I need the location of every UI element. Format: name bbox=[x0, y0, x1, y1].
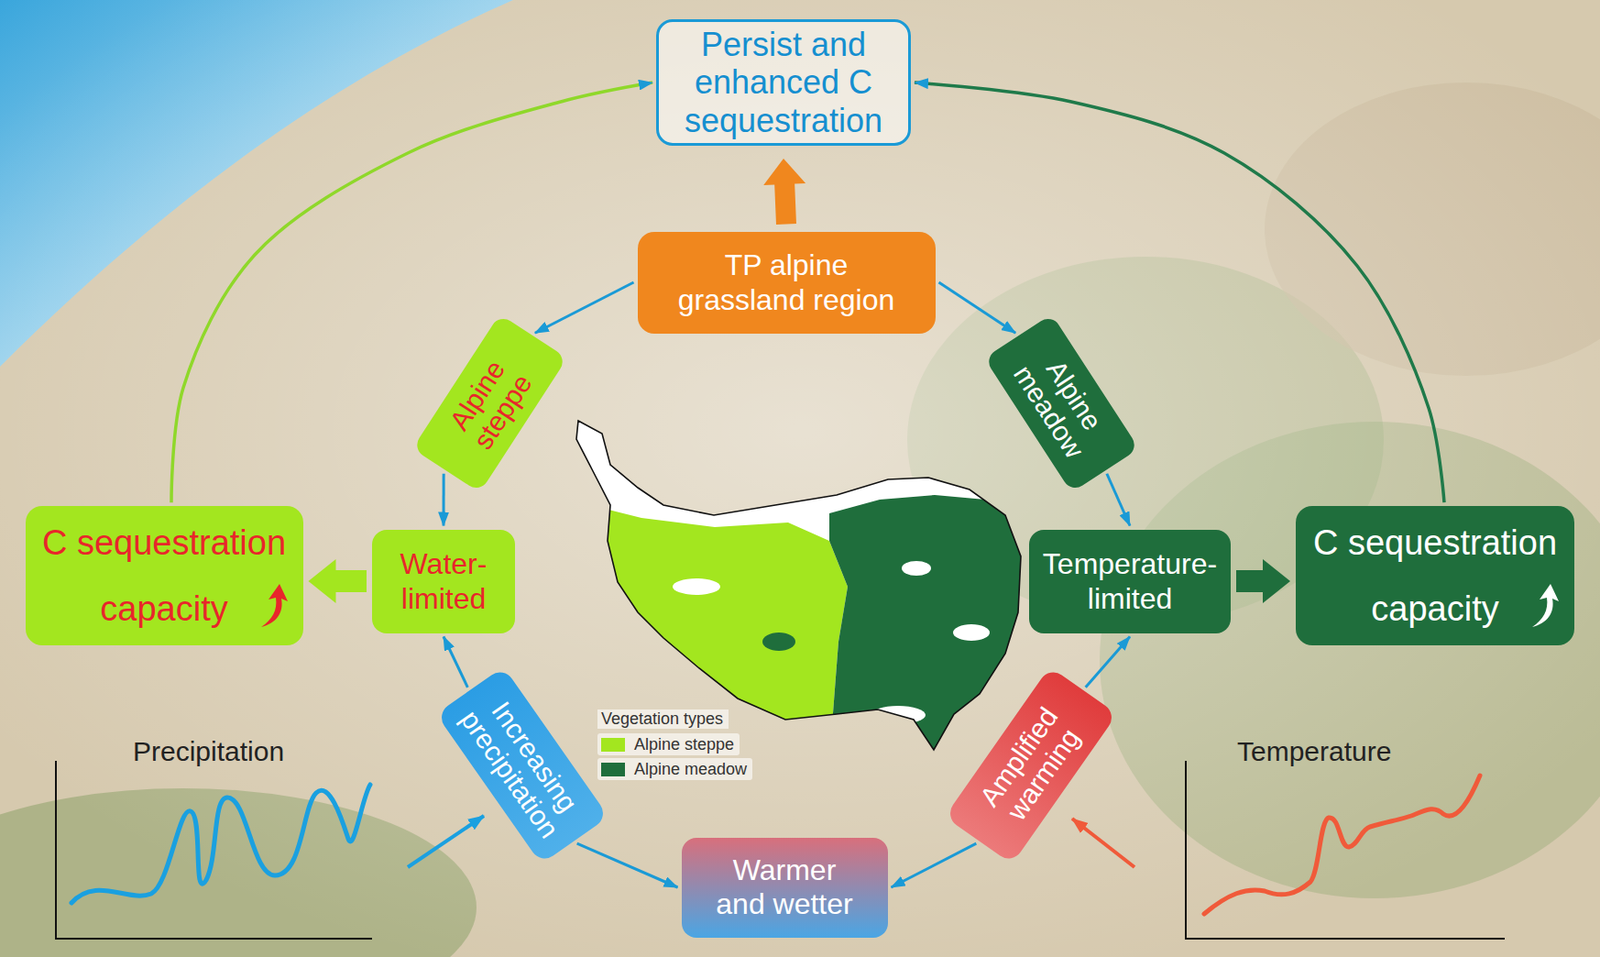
node-label: Increasing precipitation bbox=[449, 679, 594, 850]
legend-row: Alpine meadow bbox=[597, 757, 753, 780]
plateau-map bbox=[549, 403, 1045, 770]
trend-arrow-icon bbox=[1532, 583, 1559, 627]
steppe-area bbox=[760, 478, 816, 494]
chart-axes bbox=[1185, 760, 1505, 939]
vegetation-box: Alpine steppe bbox=[411, 314, 567, 494]
legend-swatch bbox=[601, 762, 625, 777]
temperature-curve bbox=[1204, 775, 1480, 914]
legend-label: Alpine meadow bbox=[634, 757, 747, 780]
limitation-box: Temperature-limited bbox=[1029, 529, 1231, 634]
flow-arrow bbox=[1106, 473, 1130, 527]
flow-arrow bbox=[535, 282, 635, 333]
map-gap bbox=[672, 578, 721, 595]
chart-title: Temperature bbox=[1237, 735, 1392, 768]
limitation-box: Water-limited bbox=[372, 529, 516, 634]
trend-arrow-icon bbox=[257, 582, 289, 629]
meadow-area bbox=[829, 494, 1036, 761]
climate-box: Amplified warming bbox=[944, 666, 1118, 864]
flow-arrow bbox=[442, 473, 446, 527]
node-label: Alpine meadow bbox=[997, 328, 1125, 479]
node-label: C sequestration capacity bbox=[1304, 509, 1566, 642]
leader-arrow bbox=[1072, 818, 1135, 867]
legend-row: Alpine steppe bbox=[597, 733, 740, 756]
flow-arrow bbox=[577, 843, 679, 888]
trend-arrow-icon bbox=[261, 583, 288, 627]
outcome-box: Persist and enhanced C sequestration bbox=[656, 19, 911, 146]
node-label: TP alpine grassland region bbox=[667, 247, 907, 318]
flow-arrow bbox=[891, 843, 977, 888]
precipitation-curve bbox=[71, 784, 371, 903]
node-label: Amplified warming bbox=[958, 679, 1103, 850]
node-label: Temperature-limited bbox=[1038, 546, 1222, 617]
flow-arrow bbox=[939, 282, 1017, 333]
climate-box: Warmer and wetter bbox=[681, 837, 888, 938]
node-label: Alpine steppe bbox=[426, 328, 553, 479]
trend-arrow-icon bbox=[1528, 582, 1560, 629]
climate-box: Increasing precipitation bbox=[436, 666, 609, 864]
flow-arrow bbox=[443, 636, 468, 688]
block-arrow bbox=[763, 158, 806, 225]
feedback-arc bbox=[171, 82, 653, 503]
steppe-area bbox=[659, 476, 734, 495]
map-outline bbox=[576, 420, 1021, 750]
region-box: TP alpine grassland region bbox=[637, 231, 936, 334]
meadow-area bbox=[762, 632, 796, 651]
flow-arrow bbox=[1085, 636, 1130, 688]
feedback-arc bbox=[914, 82, 1445, 503]
map-gap bbox=[901, 560, 932, 576]
map-ground bbox=[549, 403, 1045, 770]
chart-axes bbox=[55, 760, 373, 939]
temperature-chart bbox=[1072, 760, 1505, 939]
capacity-box: C sequestration capacity bbox=[1295, 505, 1575, 646]
steppe-area bbox=[549, 499, 848, 761]
leader-arrow bbox=[407, 815, 484, 867]
connectors bbox=[171, 82, 1445, 888]
node-label: C sequestration capacity bbox=[34, 509, 295, 642]
node-label: Persist and enhanced C sequestration bbox=[669, 25, 898, 140]
capacity-box: C sequestration capacity bbox=[25, 505, 304, 646]
legend-swatch bbox=[601, 737, 625, 752]
node-label: Water-limited bbox=[381, 546, 506, 617]
legend-title: Vegetation types bbox=[597, 709, 729, 729]
block-arrow bbox=[308, 558, 368, 603]
chart-title: Precipitation bbox=[132, 735, 285, 768]
legend-label: Alpine steppe bbox=[634, 733, 735, 756]
node-label: Warmer and wetter bbox=[709, 853, 861, 921]
block-arrow bbox=[1236, 558, 1291, 603]
vegetation-box: Alpine meadow bbox=[983, 314, 1139, 494]
precipitation-chart bbox=[55, 760, 484, 939]
map-gap bbox=[953, 624, 990, 641]
